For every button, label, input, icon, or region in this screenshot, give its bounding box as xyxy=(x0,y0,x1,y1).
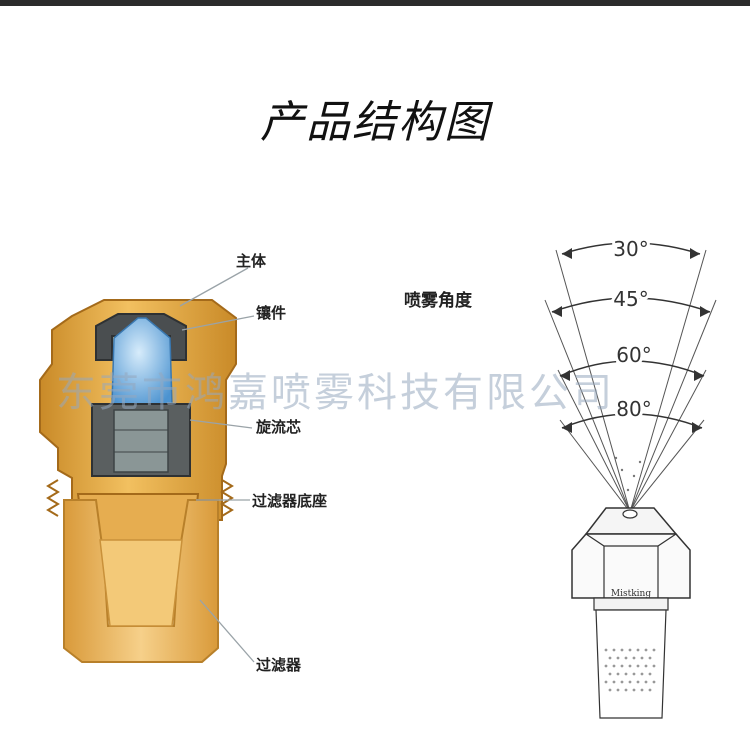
swirl-core-inner xyxy=(113,409,169,473)
spray-angle-title: 喷雾角度 xyxy=(404,291,472,311)
arc-80 xyxy=(561,413,703,429)
label-filter: 过滤器 xyxy=(256,656,302,674)
spray-angle-diagram xyxy=(544,242,717,513)
angle-label-30: 30° xyxy=(613,237,648,261)
page-title: 产品结构图 xyxy=(260,97,490,148)
thread-left xyxy=(46,479,60,517)
nozzle-drawing: Mistking xyxy=(571,507,691,719)
nozzle-brand-label: Mistking xyxy=(611,589,651,599)
filter-inner xyxy=(99,539,183,627)
angle-label-60: 60° xyxy=(616,343,651,367)
angle-label-80: 80° xyxy=(616,397,651,421)
label-insert: 镶件 xyxy=(256,304,287,322)
label-main-body: 主体 xyxy=(236,252,267,270)
thread-right xyxy=(220,479,234,517)
filter-mesh xyxy=(604,648,656,692)
angle-label-45: 45° xyxy=(613,287,648,311)
arc-30 xyxy=(561,242,701,255)
label-swirl-core: 旋流芯 xyxy=(256,418,302,436)
top-border xyxy=(0,0,750,6)
arc-60 xyxy=(559,360,705,377)
label-filter-base: 过滤器底座 xyxy=(252,492,328,510)
arc-45 xyxy=(551,297,711,313)
company-watermark: 东莞市鸿嘉喷雾科技有限公司 xyxy=(56,370,615,416)
